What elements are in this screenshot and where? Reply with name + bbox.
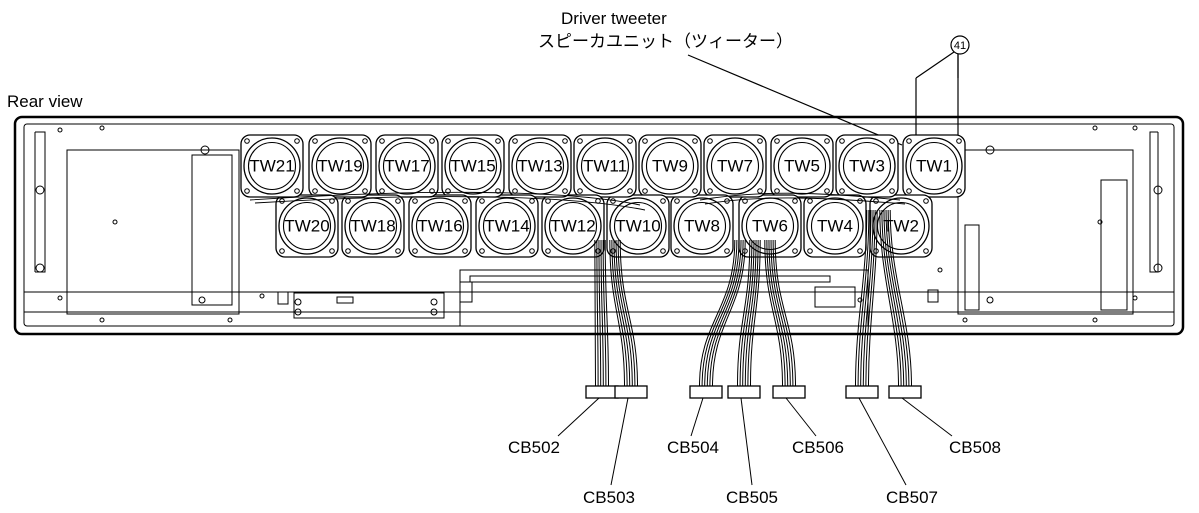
- tweeter-label: TW5: [784, 157, 820, 176]
- tweeter-label: TW4: [817, 217, 853, 236]
- tweeter-label: TW12: [550, 217, 595, 236]
- chassis-holes: [35, 125, 1163, 323]
- tweeter-tw7: TW7: [703, 134, 767, 198]
- connector-cb502: CB502: [508, 385, 619, 457]
- connector-label: CB502: [508, 438, 560, 457]
- connector-cb508: CB508: [888, 385, 1001, 457]
- tweeter-tw12: TW12: [541, 194, 605, 258]
- tweeter-label: TW13: [517, 157, 562, 176]
- tweeter-tw4: TW4: [803, 194, 867, 258]
- tweeter-label: TW11: [583, 157, 627, 176]
- connector-label: CB505: [726, 488, 778, 507]
- connector-cb504: CB504: [667, 385, 723, 457]
- tweeter-label: TW9: [652, 157, 688, 176]
- tweeter-tw3: TW3: [835, 134, 899, 198]
- connector-cb503: CB503: [583, 385, 648, 507]
- tweeter-label: TW10: [615, 217, 660, 236]
- tweeter-label: TW14: [484, 217, 529, 236]
- tweeter-label: TW6: [752, 217, 788, 236]
- tweeter-label: TW21: [249, 157, 294, 176]
- tweeter-label: TW19: [317, 157, 362, 176]
- tweeter-tw11: TW11: [573, 134, 637, 198]
- cable-bundle-cb504: [699, 239, 746, 387]
- connector-cb506: CB506: [772, 385, 844, 457]
- cable-bundle-cb508: [879, 209, 912, 387]
- tweeter-tw6: TW6: [738, 194, 802, 258]
- view-label: Rear view: [7, 92, 83, 111]
- callout-title-en: Driver tweeter: [561, 9, 667, 28]
- tweeter-label: TW20: [284, 217, 329, 236]
- connector-label: CB504: [667, 438, 719, 457]
- tweeter-tw9: TW9: [638, 134, 702, 198]
- cable-bundle-cb502: [594, 239, 609, 387]
- tweeter-label: TW15: [450, 157, 495, 176]
- cable-bundle-cb505: [737, 239, 761, 387]
- tweeter-tw5: TW5: [770, 134, 834, 198]
- tweeter-tw17: TW17: [375, 134, 439, 198]
- tweeter-label: TW3: [849, 157, 885, 176]
- cable-bundle-cb503: [609, 239, 638, 387]
- tweeter-tw14: TW14: [475, 194, 539, 258]
- tweeter-tw10: TW10: [606, 194, 670, 258]
- connector-label: CB503: [583, 488, 635, 507]
- connector-label: CB507: [886, 488, 938, 507]
- tweeter-tw16: TW16: [408, 194, 472, 258]
- internal-wiring: [249, 191, 906, 211]
- connector-label: CB506: [792, 438, 844, 457]
- connector-cb507: CB507: [845, 385, 938, 507]
- ref-number-marker: 41: [950, 35, 970, 55]
- tweeter-label: TW18: [350, 217, 395, 236]
- tweeter-label: TW2: [883, 217, 919, 236]
- connector-label: CB508: [949, 438, 1001, 457]
- tweeter-label: TW16: [417, 217, 462, 236]
- cable-bundle-cb506: [764, 239, 796, 387]
- tweeter-tw13: TW13: [508, 134, 572, 198]
- tweeter-tw8: TW8: [670, 194, 734, 258]
- tweeter-label: TW7: [717, 157, 753, 176]
- callout-leaders: [687, 51, 959, 146]
- cable-bundle-cb507: [855, 209, 878, 387]
- tweeter-tw21: TW21: [240, 134, 304, 198]
- tweeter-tw19: TW19: [308, 134, 372, 198]
- ref-number-41: 41: [954, 40, 966, 52]
- tweeter-tw2: TW2: [869, 194, 933, 258]
- tweeter-tw15: TW15: [441, 134, 505, 198]
- tweeter-tw20: TW20: [275, 194, 339, 258]
- tweeter-tw18: TW18: [341, 194, 405, 258]
- cable-bundles: [249, 191, 912, 387]
- connector-cb505: CB505: [726, 385, 778, 507]
- callout-title-ja: スピーカユニット（ツィーター）: [538, 32, 793, 51]
- tweeter-label: TW17: [384, 157, 429, 176]
- tweeter-label: TW1: [916, 157, 952, 176]
- tweeter-label: TW8: [684, 217, 720, 236]
- tweeter-tw1: TW1: [902, 134, 966, 198]
- chassis: [13, 115, 1185, 336]
